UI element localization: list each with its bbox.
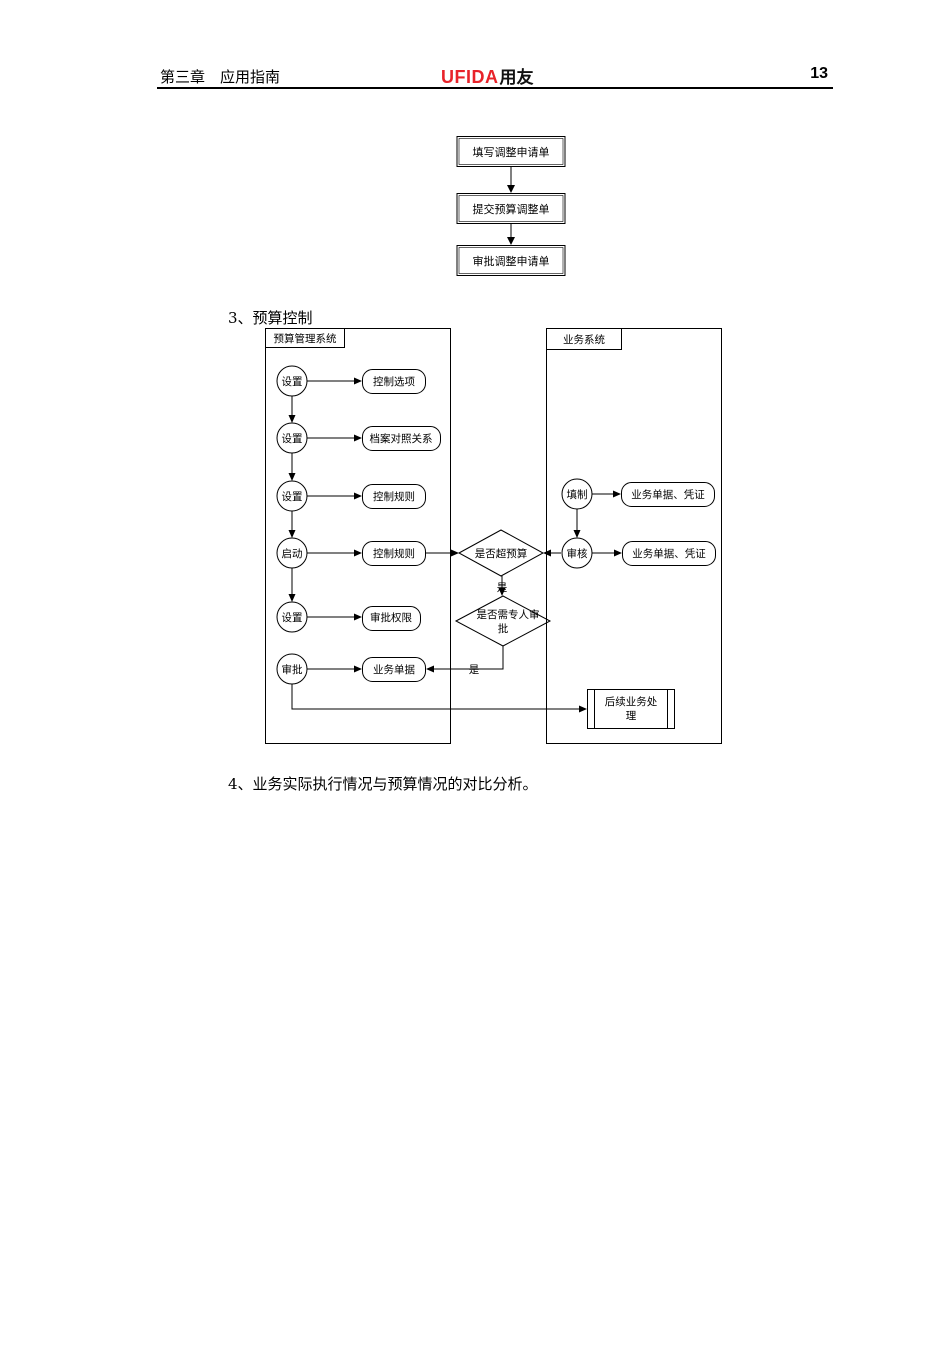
output-box [362, 606, 421, 631]
lane-title-business: 业务系统 [563, 333, 605, 346]
label-control-options: 控制选项 [373, 375, 415, 388]
flow-step-box [456, 245, 566, 276]
output-box [622, 541, 716, 566]
chapter-title: 第三章 应用指南 [160, 68, 281, 86]
label-approve: 审批 [282, 663, 303, 676]
label-approval-rights: 审批权限 [370, 611, 412, 624]
adjustment-flowchart: 填写调整申请单 提交预算调整单 审批调整申请单 [456, 136, 566, 276]
label-start: 启动 [282, 547, 303, 560]
flow-step-box [456, 193, 566, 224]
output-box [362, 657, 426, 682]
label-need-approver-1: 是否需专人审 [477, 608, 540, 621]
output-box [362, 484, 426, 509]
output-box [362, 541, 426, 566]
label-setup-3: 设置 [282, 491, 303, 503]
label-audit: 审核 [567, 547, 588, 560]
lane-budget-system [265, 328, 451, 744]
output-box [362, 369, 426, 394]
label-control-rules: 控制规则 [373, 490, 415, 503]
flow-step-1: 填写调整申请单 [473, 145, 550, 159]
label-business-doc-voucher-1: 业务单据、凭证 [631, 488, 705, 501]
decision-need-approver [454, 595, 552, 647]
output-box [362, 426, 441, 451]
logo-english: UFIDA [441, 67, 499, 87]
label-yes-1: 是 [497, 582, 508, 594]
flow-step-2: 提交预算调整单 [473, 202, 550, 216]
lane-business-system [546, 328, 722, 744]
section-3-heading: 3、预算控制 [228, 309, 313, 327]
label-setup-1: 设置 [282, 376, 303, 388]
label-control-rules-start: 控制规则 [373, 547, 415, 560]
label-business-doc-voucher-2: 业务单据、凭证 [632, 547, 706, 560]
ufida-logo: UFIDA用友 [441, 63, 534, 88]
label-setup-2: 设置 [282, 433, 303, 445]
logo-chinese: 用友 [499, 68, 534, 88]
label-need-approver-2: 批 [498, 622, 509, 635]
output-box [621, 482, 715, 507]
label-archive-mapping: 档案对照关系 [370, 432, 433, 445]
header-rule [157, 87, 833, 89]
label-subsequent-1: 后续业务处 [605, 695, 658, 708]
label-business-doc: 业务单据 [373, 663, 415, 676]
label-setup-5: 设置 [282, 612, 303, 624]
label-subsequent-2: 理 [626, 710, 637, 722]
page-header: 第三章 应用指南 UFIDA用友 13 [157, 62, 833, 90]
lane-title-budget: 预算管理系统 [274, 332, 337, 345]
flow-step-box [456, 136, 566, 167]
budget-control-diagram: 预算管理系统 业务系统 设置 设置 设置 启动 设置 审批 控制选项 档案对照关… [265, 328, 722, 744]
subsequent-process-box [587, 689, 675, 729]
page-number: 13 [810, 65, 828, 82]
flow-step-3: 审批调整申请单 [473, 254, 550, 268]
label-over-budget: 是否超预算 [475, 547, 528, 560]
section-4-heading: 4、业务实际执行情况与预算情况的对比分析。 [228, 775, 538, 793]
label-yes-2: 是 [469, 664, 480, 676]
label-fill: 填制 [567, 488, 588, 501]
